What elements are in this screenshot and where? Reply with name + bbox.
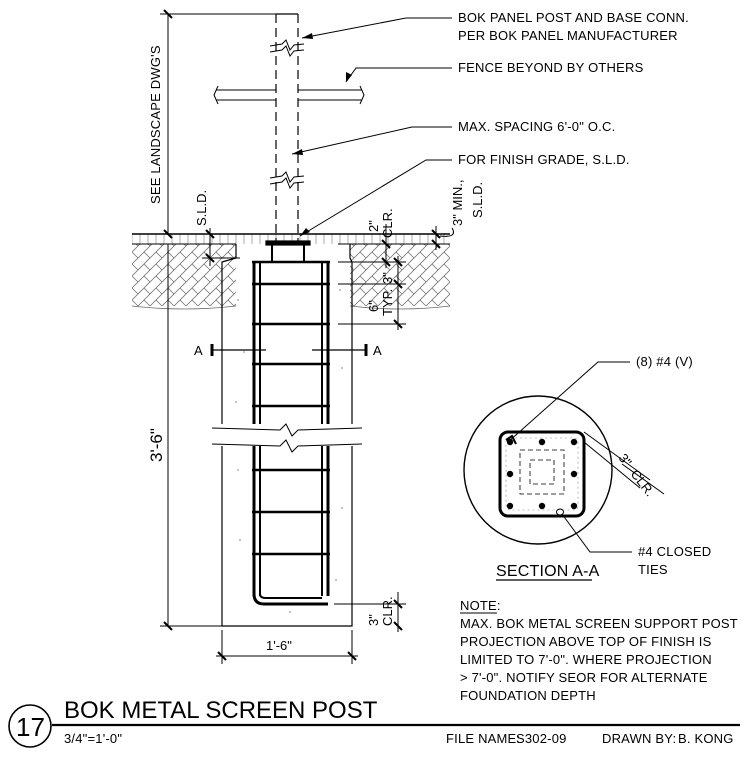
rebar-bottom-hook xyxy=(252,593,328,606)
left-dimension-lines xyxy=(160,9,276,631)
file-name-value: S302-09 xyxy=(516,731,567,746)
note-heading: NOTE: xyxy=(460,598,501,613)
typ-label: TYP. xyxy=(380,289,395,316)
depth-dimension: 3'-6" xyxy=(147,428,166,462)
concrete-speckle xyxy=(235,289,343,613)
section-marker-right: A xyxy=(373,343,382,358)
clr-bottom-label: CLR. xyxy=(380,596,395,626)
note-line: LIMITED TO 7'-0". WHERE PROJECTION xyxy=(460,652,712,667)
callout-finish-grade: FOR FINISH GRADE, S.L.D. xyxy=(458,152,630,167)
bok-panel-post xyxy=(275,13,299,244)
section-title: SECTION A-A xyxy=(496,563,600,580)
detail-number: 17 xyxy=(16,712,45,742)
detail-scale: 3/4"=1'-0" xyxy=(64,731,122,746)
callout-fence: FENCE BEYOND BY OTHERS xyxy=(458,60,644,75)
min-label-2: S.L.D. xyxy=(470,182,485,218)
drawn-by-label: DRAWN BY: xyxy=(602,731,676,746)
section-leaders xyxy=(507,361,665,553)
clr-top-label: CLR. xyxy=(380,208,395,238)
note-line: > 7'-0". NOTIFY SEOR FOR ALTERNATE xyxy=(460,670,708,685)
note-line: FOUNDATION DEPTH xyxy=(460,688,596,703)
section-a-a-view xyxy=(463,395,613,545)
typ-value: 3" xyxy=(380,272,395,284)
note-line: PROJECTION ABOVE TOP OF FINISH IS xyxy=(460,634,712,649)
bottom-clr-dimension xyxy=(334,592,406,632)
rebar-ties xyxy=(252,260,330,556)
section-hook-mark xyxy=(505,434,517,445)
post-break-marks xyxy=(269,39,305,189)
right-dimension-lines xyxy=(338,224,454,330)
clr-top-value: 2" xyxy=(366,220,381,232)
see-landscape-label: SEE LANDSCAPE DWG'S xyxy=(148,45,163,204)
callout-bok-panel-2: PER BOK PANEL MANUFACTURER xyxy=(458,28,678,43)
min-label-1: 3" MIN., xyxy=(450,179,465,226)
pier-footing xyxy=(221,244,353,627)
section-clr-label: CLR. xyxy=(628,467,658,500)
callout-rebar-vertical: (8) #4 (V) xyxy=(636,354,693,369)
soil-hatch xyxy=(131,244,451,310)
section-rebar-dots xyxy=(506,438,578,510)
leader-arrowheads xyxy=(292,33,352,236)
tie-spacing-value: 6" xyxy=(366,300,381,312)
clr-bottom-value: 3" xyxy=(366,614,381,626)
note-line: MAX. BOK METAL SCREEN SUPPORT POST xyxy=(460,616,738,631)
callout-closed-ties-2: TIES xyxy=(638,562,668,577)
callout-max-spacing: MAX. SPACING 6'-0" O.C. xyxy=(458,119,615,134)
detail-title: BOK METAL SCREEN POST xyxy=(64,697,378,724)
fence-rail xyxy=(213,85,365,105)
file-name-label: FILE NAME: xyxy=(446,731,520,746)
base-plate xyxy=(265,240,311,262)
width-dimension: 1'-6" xyxy=(266,638,292,653)
footing-break xyxy=(211,423,363,453)
callout-closed-ties-1: #4 CLOSED xyxy=(638,544,711,559)
callout-bok-panel-1: BOK PANEL POST AND BASE CONN. xyxy=(458,10,689,25)
sld-left-label: S.L.D. xyxy=(194,190,209,226)
drawn-by-value: B. KONG xyxy=(678,731,734,746)
callout-leaders xyxy=(291,17,452,237)
width-dimension-lines xyxy=(216,630,358,664)
detail-number-bubble xyxy=(8,704,52,748)
section-marker-left: A xyxy=(194,343,203,358)
section-cut-line xyxy=(210,344,368,356)
